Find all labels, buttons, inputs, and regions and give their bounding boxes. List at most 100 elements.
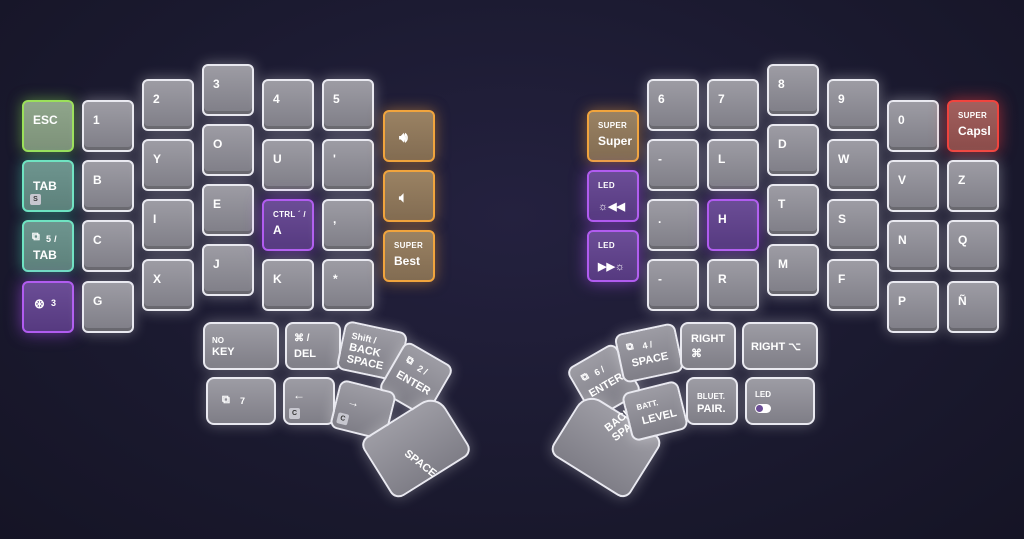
key-1[interactable]: 1	[82, 100, 134, 152]
left-arrow-icon: ←	[293, 388, 305, 402]
key-z[interactable]: Z	[947, 160, 999, 212]
key-minus[interactable]: -	[647, 259, 699, 311]
key-4[interactable]: 4	[262, 79, 314, 131]
key-led-brightness-up[interactable]: LED ▶▶☼	[587, 230, 639, 282]
key-c[interactable]: C	[82, 220, 134, 272]
key-dash[interactable]: -	[647, 139, 699, 191]
key-label: Y	[153, 152, 162, 166]
key-esc[interactable]: ESC	[22, 100, 74, 152]
key-label: TAB	[33, 179, 57, 193]
key-label: 9	[838, 92, 845, 106]
right-arrow-icon: →	[346, 394, 362, 411]
key-label: S	[838, 212, 847, 226]
key-i[interactable]: I	[142, 199, 194, 251]
key-cmd-del[interactable]: ⌘ / DEL	[285, 322, 341, 370]
key-asterisk[interactable]: *	[322, 259, 374, 311]
key-9[interactable]: 9	[827, 79, 879, 131]
key-label: Super	[598, 134, 633, 148]
key-sub-label: SUPER	[598, 121, 628, 130]
key-e[interactable]: E	[202, 184, 254, 236]
key-label: F	[838, 272, 846, 286]
layer-stack-icon: ⧉	[222, 394, 230, 406]
key-label: 0	[898, 113, 905, 127]
key-d[interactable]: D	[767, 124, 819, 176]
key-sub-label: LED	[598, 241, 615, 250]
toggle-icon	[755, 404, 771, 413]
key-g[interactable]: G	[82, 281, 134, 333]
key-o[interactable]: O	[202, 124, 254, 176]
key-led-brightness-down[interactable]: LED ☼◀◀	[587, 170, 639, 222]
key-label: R	[718, 272, 727, 286]
key-p[interactable]: P	[887, 281, 939, 333]
key-label: -	[658, 272, 662, 286]
key-label: SPACE	[630, 350, 670, 370]
key-layer3[interactable]: ⊛ 3	[22, 281, 74, 333]
key-s[interactable]: S	[827, 199, 879, 251]
key-layer5-tab[interactable]: 5 / ⧉ TAB	[22, 220, 74, 272]
key-2[interactable]: 2	[142, 79, 194, 131]
key-n[interactable]: N	[887, 220, 939, 272]
key-7[interactable]: 7	[707, 79, 759, 131]
key-u[interactable]: U	[262, 139, 314, 191]
key-h[interactable]: H	[707, 199, 759, 251]
key-apostrophe[interactable]: '	[322, 139, 374, 191]
key-sub-label: 6 /	[592, 364, 607, 378]
key-x[interactable]: X	[142, 259, 194, 311]
key-8[interactable]: 8	[767, 64, 819, 116]
key-q[interactable]: Q	[947, 220, 999, 272]
key-label: P	[898, 294, 907, 308]
key-super-capsl[interactable]: SUPER Capsl	[947, 100, 999, 152]
ctrl-badge: C	[336, 412, 350, 426]
key-comma[interactable]: ,	[322, 199, 374, 251]
key-super-best[interactable]: SUPER Best	[383, 230, 435, 282]
key-super-super[interactable]: SUPER Super	[587, 110, 639, 162]
key-5[interactable]: 5	[322, 79, 374, 131]
key-tab[interactable]: TAB S	[22, 160, 74, 212]
key-b[interactable]: B	[82, 160, 134, 212]
key-r[interactable]: R	[707, 259, 759, 311]
key-label: N	[898, 233, 907, 247]
shift-badge: S	[30, 194, 41, 205]
key-label: I	[153, 212, 157, 226]
key-left-arrow[interactable]: ← C	[283, 377, 335, 425]
key-volume-down[interactable]: 🔈︎	[383, 170, 435, 222]
key-j[interactable]: J	[202, 244, 254, 296]
key-l[interactable]: L	[707, 139, 759, 191]
key-volume-up[interactable]: 🔊︎	[383, 110, 435, 162]
key-k[interactable]: K	[262, 259, 314, 311]
key-bluetooth-pair[interactable]: BLUET. PAIR.	[686, 377, 738, 425]
key-label: Ñ	[958, 294, 967, 308]
key-label: T	[778, 197, 786, 211]
key-label: PAIR.	[697, 403, 726, 415]
key-w[interactable]: W	[827, 139, 879, 191]
key-label: ESC	[33, 113, 58, 127]
key-m[interactable]: M	[767, 244, 819, 296]
key-label: L	[718, 152, 726, 166]
key-v[interactable]: V	[887, 160, 939, 212]
key-right-cmd[interactable]: RIGHT ⌘	[680, 322, 736, 370]
key-label: 3	[213, 77, 220, 91]
key-0[interactable]: 0	[887, 100, 939, 152]
key-no-key[interactable]: NO KEY	[203, 322, 279, 370]
key-sub-label: SUPER	[394, 241, 424, 250]
key-layer4-space[interactable]: ⧉ 4 / SPACE	[613, 322, 685, 384]
key-3[interactable]: 3	[202, 64, 254, 116]
key-label: 3	[51, 298, 57, 308]
key-layer7[interactable]: ⧉ 7	[206, 377, 276, 425]
key-sub-label: 2 /	[415, 363, 430, 377]
key-label: Best	[394, 254, 421, 268]
key-period[interactable]: .	[647, 199, 699, 251]
key-y[interactable]: Y	[142, 139, 194, 191]
key-t[interactable]: T	[767, 184, 819, 236]
key-6[interactable]: 6	[647, 79, 699, 131]
brightness-down-icon: ☼◀◀	[598, 201, 626, 213]
key-sub-label: 4 /	[641, 339, 654, 352]
key-f[interactable]: F	[827, 259, 879, 311]
key-ctrl-a[interactable]: CTRL ´ / A	[262, 199, 314, 251]
key-enye[interactable]: Ñ	[947, 281, 999, 333]
key-label: A	[273, 223, 282, 237]
key-sub-label: NO	[212, 336, 224, 345]
key-label: M	[778, 257, 788, 271]
key-led-toggle[interactable]: LED	[745, 377, 815, 425]
key-right-option[interactable]: RIGHT ⌥	[742, 322, 818, 370]
